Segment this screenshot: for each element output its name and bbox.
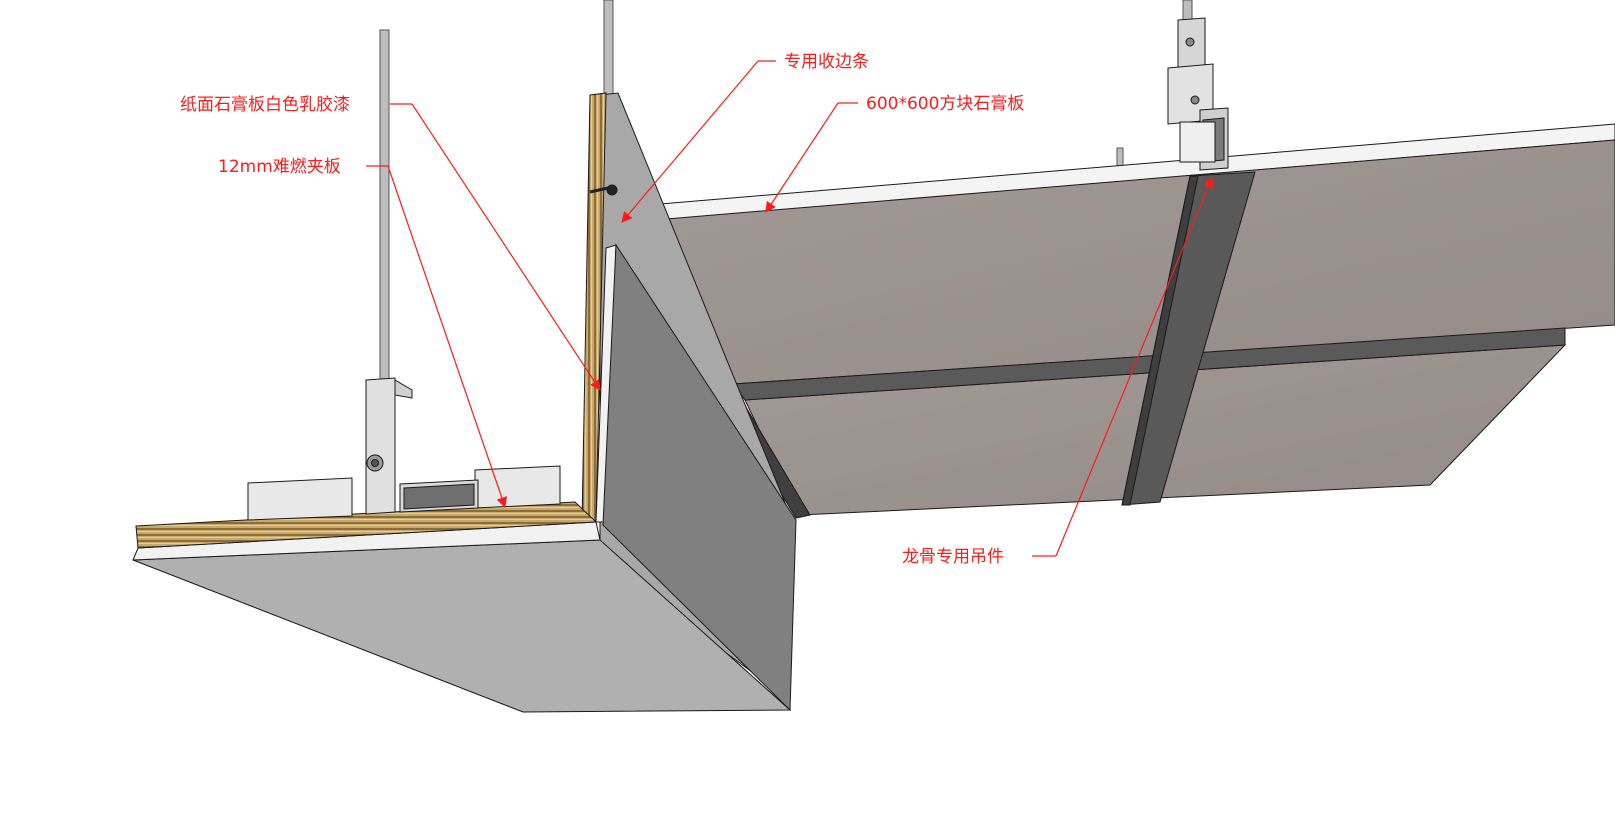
leader-hanger <box>1055 177 1214 557</box>
label-fire-plywood: 12mm难燃夹板 <box>218 157 341 177</box>
hanger-clip <box>1167 17 1229 171</box>
leader-trim-strip <box>621 60 759 223</box>
label-trim-strip: 专用收边条 <box>784 52 869 72</box>
rod-left <box>379 29 390 381</box>
annotations: 专用收边条 纸面石膏板白色乳胶漆 600*600方块石膏板 12mm难燃夹板 龙… <box>180 52 1214 567</box>
fastener <box>606 184 618 196</box>
label-hanger: 龙骨专用吊件 <box>902 547 1004 567</box>
label-tile-board: 600*600方块石膏板 <box>866 93 1024 114</box>
left-bracket <box>365 377 396 515</box>
leader-tile-board <box>765 102 839 213</box>
label-paper-gypsum-board: 纸面石膏板白色乳胶漆 <box>180 94 350 115</box>
top-plate-right <box>474 465 561 509</box>
bulkhead <box>132 92 797 713</box>
leader-paper-gypsum <box>411 103 601 391</box>
leader-fire-plywood <box>387 165 507 509</box>
top-plate-left <box>247 477 353 521</box>
rod-middle <box>603 0 614 96</box>
tile-ceiling <box>612 123 1615 519</box>
